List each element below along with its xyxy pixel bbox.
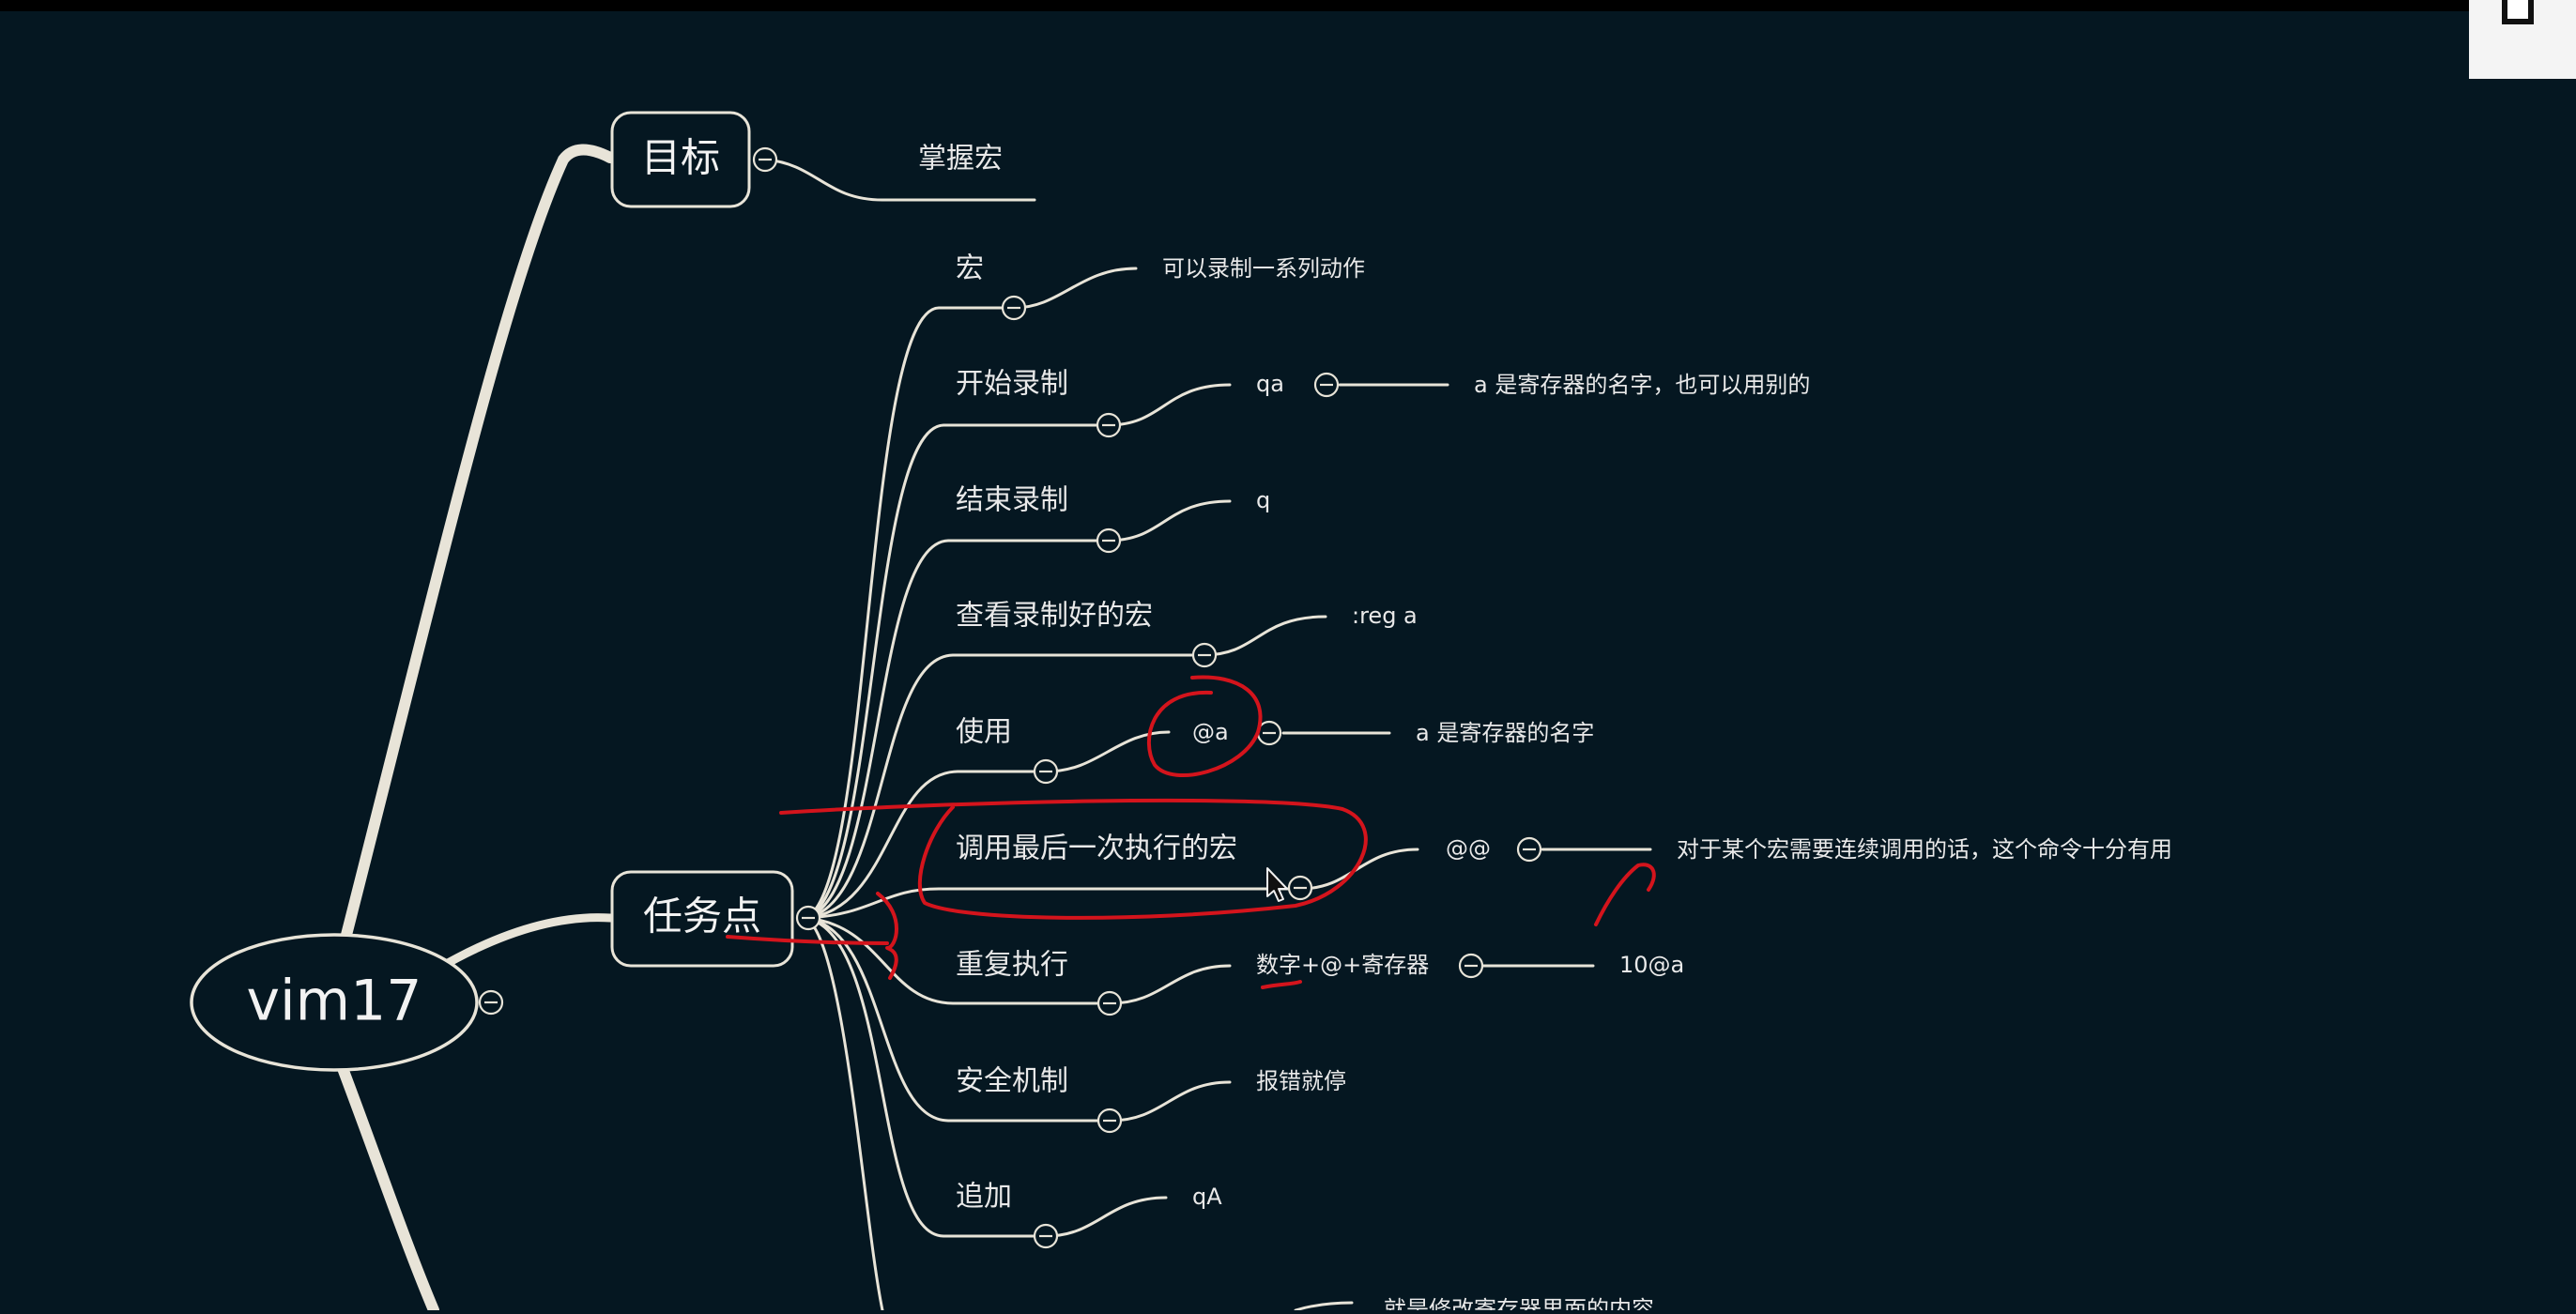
note-label-6: 对于某个宏需要连续调用的话，这个命令十分有用 [1677,836,2172,863]
branch-root-tasks [437,913,615,971]
note-label-2: a 是寄存器的名字，也可以用别的 [1474,372,1810,398]
branch-root-next [332,1050,439,1314]
goal-child-label: 掌握宏 [918,143,1003,176]
collapse-minus-icon[interactable] [478,989,504,1016]
detail-label-2: qa [1256,371,1284,397]
tasks-node-box [610,870,794,968]
collapse-minus-icon[interactable] [1516,836,1542,863]
detail-label-5: @a [1192,719,1229,745]
task-label-1: 宏 [956,252,984,285]
mouse-cursor-icon [1266,867,1288,902]
goal-node[interactable]: 目标 [610,111,751,208]
annotation-mark-at-at [1594,863,1656,926]
tasks-node[interactable]: 任务点 [610,870,794,968]
detail-label-1: 可以录制一系列动作 [1162,255,1365,282]
detail-collapse-icons [1256,372,1542,979]
connector-3 [1106,499,1232,542]
note-connectors [1281,383,1652,968]
collapse-minus-icon[interactable] [1096,1108,1123,1134]
task-label-8: 安全机制 [956,1065,1068,1098]
connector-10 [1294,1301,1354,1312]
red-annotations [726,675,1656,989]
detail-label-9: qA [1192,1184,1222,1210]
branch-root-goal [340,144,616,944]
note-label-7: 10@a [1619,952,1684,978]
detail-label-7: 数字+@+寄存器 [1256,952,1429,978]
annotation-arrow-head [876,892,898,980]
task-collapse-icons [1001,295,1313,1249]
detail-label-6: @@ [1446,835,1491,862]
branch-task-8 [804,916,1112,1123]
collapse-minus-icon[interactable] [1458,953,1484,979]
task-label-4: 查看录制好的宏 [956,600,1153,633]
collapse-minus-icon[interactable] [1001,295,1027,321]
annotation-ellipse-last-macro [779,798,1368,920]
note-labels: a 是寄存器的名字，也可以用别的 a 是寄存器的名字 对于某个宏需要连续调用的话… [1416,372,2172,978]
branch-goal-child [764,158,1036,202]
branch-task-10 [804,916,884,1312]
collapse-minus-icon[interactable] [752,146,778,173]
detail-label-4: :reg a [1352,603,1418,629]
branch-task-2 [804,423,1110,920]
root-node-shape [190,933,479,1072]
connector-7 [1109,964,1232,1005]
goal-node-label: 目标 [641,135,720,181]
task-label-6: 调用最后一次执行的宏 [956,833,1237,865]
collapse-minus-icon[interactable] [1096,412,1122,438]
collapse-minus-icon[interactable] [795,905,821,931]
detail-label-8: 报错就停 [1256,1068,1346,1094]
detail-label-3: q [1256,487,1270,513]
root-node-label: vim17 [247,969,422,1034]
collapse-minus-icon[interactable] [1096,990,1123,1016]
detail-label-10: 就是修改寄存器里面的内容 [1384,1296,1654,1310]
root-node[interactable]: vim17 [190,933,479,1072]
annotation-circle-at-a [1146,675,1263,778]
branch-task-7 [804,916,1112,1005]
qr-code-icon [2502,0,2534,24]
task-label-7: 重复执行 [956,949,1068,982]
task-label-9: 追加 [956,1181,1012,1214]
collapse-minus-icon[interactable] [1033,758,1059,785]
collapse-minus-icon[interactable] [1096,527,1122,554]
task-branches [804,306,1302,1312]
connector-9 [1044,1196,1168,1238]
note-label-5: a 是寄存器的名字 [1416,720,1594,746]
tasks-node-label: 任务点 [643,894,761,940]
branch-task-4 [804,653,1205,920]
collapse-minus-icon[interactable] [1191,642,1218,668]
task-label-2: 开始录制 [956,368,1068,401]
connector-5 [1045,730,1171,773]
connector-8 [1109,1080,1232,1123]
detail-labels: 可以录制一系列动作 qa q :reg a @a @@ 数字+@+寄存器 报错就… [1162,255,1654,1314]
collapse-minus-icon[interactable] [1287,875,1313,901]
task-labels: 宏 开始录制 结束录制 查看录制好的宏 使用 调用最后一次执行的宏 重复执行 安… [956,252,1237,1214]
collapse-minus-icon[interactable] [1033,1223,1059,1249]
connector-4 [1202,615,1327,657]
annotation-underline-number [1261,980,1302,989]
goal-node-box [610,111,751,208]
collapse-minus-icon[interactable] [1313,372,1340,398]
top-bar [0,0,2576,11]
task-label-5: 使用 [956,716,1012,749]
connector-6 [1298,848,1419,891]
connector-2 [1106,383,1232,427]
annotation-arrow-shaft [726,935,889,945]
connector-1 [1012,267,1138,310]
branch-task-3 [804,539,1110,920]
branch-task-6 [804,887,1302,920]
branch-task-5 [804,770,1049,920]
task-label-3: 结束录制 [956,484,1068,517]
branch-task-1 [804,306,1016,920]
